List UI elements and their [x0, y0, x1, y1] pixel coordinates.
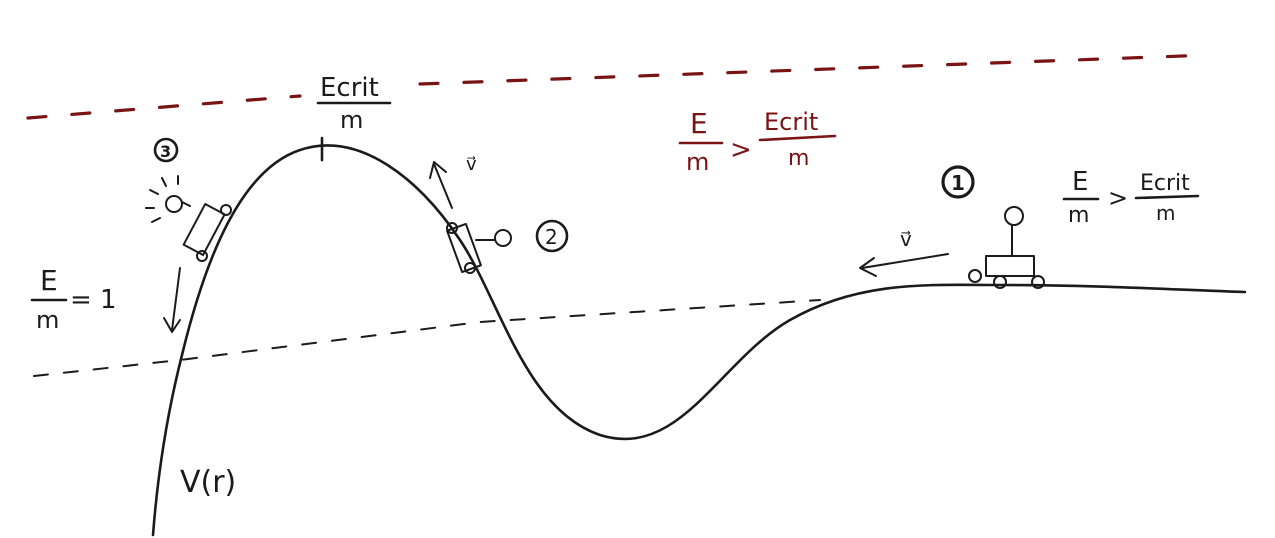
- red-ineq-op: >: [730, 135, 752, 165]
- energy-one-line: [33, 299, 821, 377]
- cart-2-velocity-arrow: v⃗: [429, 154, 477, 209]
- cart-3-body: [182, 203, 226, 257]
- potential-label: V(r): [180, 465, 236, 500]
- black-ineq-rhs-den: m: [1156, 201, 1175, 225]
- marker-1-label: 1: [951, 171, 965, 195]
- e-over-m-num: E: [40, 264, 58, 297]
- marker-3: 3: [153, 137, 179, 163]
- e-over-m-den: m: [36, 306, 59, 334]
- black-ineq-num: E: [1072, 167, 1088, 197]
- cart-1-wheel-a: [968, 269, 982, 283]
- sparkle-icon: [145, 175, 179, 223]
- cart-2-wheel-b: [464, 262, 476, 274]
- cart-1-body: [985, 255, 1035, 277]
- critical-energy-line: [26, 53, 1212, 120]
- cart-1-wheel-c: [1031, 275, 1045, 289]
- marker-1: 1: [941, 165, 975, 199]
- potential-curve: [151, 144, 1247, 537]
- red-inequality: E m > Ecrit m: [678, 107, 837, 176]
- ecrit-top-label: Ecrit m: [316, 73, 392, 134]
- cart-1-wheel-b: [993, 275, 1007, 289]
- black-ineq-den: m: [1068, 203, 1089, 228]
- cart-1-velocity-label: v⃗: [900, 227, 912, 251]
- black-inequality: E m > Ecrit m: [1062, 167, 1200, 228]
- cart-2-head: [494, 229, 512, 247]
- red-ineq-num: E: [690, 107, 708, 140]
- black-ineq-op: >: [1108, 184, 1128, 212]
- cart-3: [145, 175, 232, 262]
- e-over-m-eq: = 1: [70, 285, 117, 315]
- cart-3-head: [165, 195, 183, 213]
- cart-3-arm: [181, 201, 191, 207]
- marker-3-label: 3: [160, 142, 171, 161]
- down-arrow: [163, 267, 181, 333]
- cart-2: [446, 222, 512, 274]
- cart-3-wheel-a: [220, 204, 232, 216]
- ecrit-top-den: m: [340, 106, 363, 134]
- red-ineq-rhs-den: m: [788, 146, 809, 171]
- red-ineq-bar-right: [758, 134, 837, 142]
- cart-1-velocity-arrow: v⃗: [859, 227, 949, 277]
- black-ineq-rhs-num: Ecrit: [1140, 171, 1190, 196]
- marker-2: 2: [535, 219, 569, 253]
- energy-one-label: E m = 1: [30, 264, 117, 334]
- marker-2-label: 2: [545, 225, 558, 249]
- cart-1-head: [1004, 206, 1024, 226]
- cart-3-wheel-b: [196, 250, 208, 262]
- cart-2-wheel-a: [446, 222, 458, 234]
- red-ineq-den: m: [686, 148, 709, 176]
- cart-2-velocity-label: v⃗: [466, 154, 477, 175]
- red-ineq-rhs-num: Ecrit: [764, 108, 818, 136]
- ecrit-top-num: Ecrit: [320, 73, 379, 103]
- black-ineq-bar-right: [1134, 194, 1200, 200]
- cart-1: [968, 206, 1045, 289]
